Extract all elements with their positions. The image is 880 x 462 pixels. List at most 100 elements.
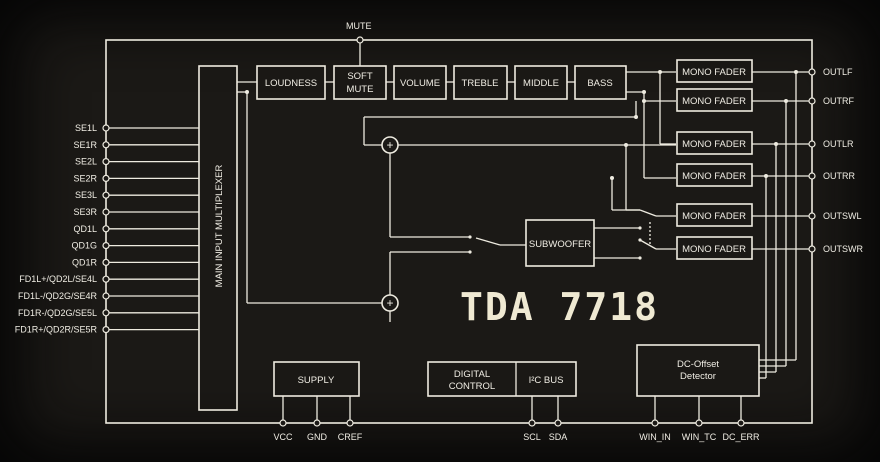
mono-faders: MONO FADER OUTLF MONO FADER OUTRF MONO FADER… <box>676 59 863 260</box>
input-label: SE1L <box>75 123 97 133</box>
dc-offset-detector-block <box>636 344 760 397</box>
dc-label-2: Detector <box>680 371 716 382</box>
adder-rear <box>381 294 399 312</box>
input-label: SE2R <box>73 173 97 183</box>
mono-fader-label: MONO FADER <box>682 244 746 255</box>
mono-fader-block <box>676 163 753 187</box>
middle-label: MIDDLE <box>523 78 559 89</box>
digital-control-block <box>427 361 577 397</box>
input-pin <box>102 174 110 182</box>
mono-fader-block <box>676 203 753 227</box>
bottom-pin-label: GND <box>307 432 328 442</box>
bass-label: BASS <box>587 78 612 89</box>
output-label: OUTRR <box>823 171 855 181</box>
soft-mute-label-2: MUTE <box>347 84 374 95</box>
output-pin <box>808 97 816 105</box>
soft-mute-label-1: SOFT <box>347 71 373 82</box>
input-pins: SE1L SE1R SE2L SE2R SE3L SE3R QD1L QD1G QD1R FD1L… <box>15 123 199 335</box>
bottom-pin-label: WIN_IN <box>639 432 671 442</box>
adder-connections <box>245 90 676 322</box>
output-label: OUTLR <box>823 139 854 149</box>
input-label: SE2L <box>75 157 97 167</box>
main-input-multiplexer <box>198 65 238 411</box>
treble-label: TREBLE <box>462 78 499 89</box>
detector-feed-lines <box>759 72 797 379</box>
bottom-pin-label: SDA <box>549 432 568 442</box>
mono-fader-block <box>676 131 753 155</box>
input-pin <box>102 309 110 317</box>
input-label: QD1G <box>71 241 97 251</box>
bottom-pin <box>651 419 659 427</box>
i2c-bus-label: I²C BUS <box>529 375 564 386</box>
chip-label: TDA 7718 <box>460 285 659 329</box>
input-label: QD1L <box>73 224 97 234</box>
input-label: SE1R <box>73 140 97 150</box>
bottom-pin <box>313 419 321 427</box>
bottom-pin-label: SCL <box>523 432 541 442</box>
mono-fader-block <box>676 88 753 112</box>
output-label: OUTSWL <box>823 211 862 221</box>
mux-label: MAIN INPUT MULTIPLEXER <box>214 165 225 288</box>
mono-fader-label: MONO FADER <box>682 171 746 182</box>
volume-label: VOLUME <box>400 78 440 89</box>
bottom-pin-label: VCC <box>273 432 293 442</box>
dc-pins: WIN_IN WIN_TC DC_ERR <box>639 396 760 442</box>
input-label: FD1R+/QD2R/SE5R <box>15 325 98 335</box>
input-label: FD1R-/QD2G/SE5L <box>18 308 97 318</box>
input-label: SE3R <box>73 207 97 217</box>
output-label: OUTRF <box>823 96 854 106</box>
bottom-pin <box>554 419 562 427</box>
mute-pin <box>356 36 364 44</box>
bottom-pin-label: DC_ERR <box>722 432 760 442</box>
output-pin <box>808 140 816 148</box>
bus-pins: SCL SDA <box>523 396 567 442</box>
subwoofer-switch <box>468 235 526 254</box>
input-label: SE3L <box>75 190 97 200</box>
bottom-pin <box>528 419 536 427</box>
bottom-pin <box>737 419 745 427</box>
input-pin <box>102 326 110 334</box>
supply-pins: VCC GND CREF <box>273 396 363 442</box>
output-label: OUTSWR <box>823 244 863 254</box>
input-pin <box>102 225 110 233</box>
input-label: FD1L+/QD2L/SE4L <box>19 274 97 284</box>
input-pin <box>102 258 110 266</box>
digital-label-2: CONTROL <box>449 381 495 392</box>
dc-label-1: DC-Offset <box>677 359 719 370</box>
mono-fader-label: MONO FADER <box>682 211 746 222</box>
subwoofer-label: SUBWOOFER <box>529 239 591 250</box>
chain-connectors <box>237 70 676 179</box>
output-pin <box>808 245 816 253</box>
mono-fader-block <box>676 236 753 260</box>
input-pin <box>102 292 110 300</box>
adder-front <box>381 136 399 154</box>
adder-rear-plus: + <box>386 296 393 310</box>
input-pin <box>102 242 110 250</box>
bottom-pin <box>695 419 703 427</box>
input-label: FD1L-/QD2G/SE4R <box>18 291 98 301</box>
supply-label: SUPPLY <box>298 375 335 386</box>
input-pin <box>102 124 110 132</box>
digital-label-1: DIGITAL <box>454 369 490 380</box>
input-pin <box>102 158 110 166</box>
mono-fader-label: MONO FADER <box>682 139 746 150</box>
mono-fader-block <box>676 59 753 83</box>
output-pin <box>808 172 816 180</box>
output-pin <box>808 68 816 76</box>
bottom-pin <box>279 419 287 427</box>
bottom-pin-label: CREF <box>338 432 363 442</box>
input-pin <box>102 208 110 216</box>
input-label: QD1R <box>72 257 98 267</box>
mono-fader-label: MONO FADER <box>682 67 746 78</box>
input-pin <box>102 191 110 199</box>
input-pin <box>102 275 110 283</box>
loudness-label: LOUDNESS <box>265 78 317 89</box>
adder-front-plus: + <box>386 138 393 152</box>
output-label: OUTLF <box>823 67 853 77</box>
input-pin <box>102 141 110 149</box>
bottom-pin-label: WIN_TC <box>682 432 717 442</box>
sub-out-connectors <box>594 176 676 260</box>
output-pin <box>808 212 816 220</box>
